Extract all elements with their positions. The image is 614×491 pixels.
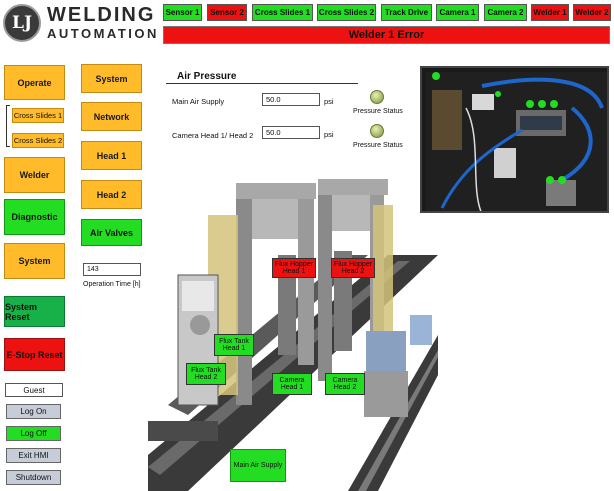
main-air-supply-button[interactable]: Main Air Supply — [230, 449, 286, 482]
nav-system-button[interactable]: System — [4, 243, 65, 279]
status-cross-slides-2[interactable]: Cross Slides 2 — [317, 4, 376, 21]
system-reset-button[interactable]: System Reset — [4, 296, 65, 327]
status-sensor-2[interactable]: Sensor 2 — [207, 4, 247, 21]
camera-head-value: 50.0 — [262, 126, 320, 139]
camera-head-unit: psi — [324, 130, 334, 139]
main-air-supply-value: 50.0 — [262, 93, 320, 106]
nav-cross-slides-2-button[interactable]: Cross Slides 2 — [12, 133, 64, 148]
pressure-status-led-1 — [370, 90, 384, 104]
status-welder-2[interactable]: Welder 2 — [573, 4, 611, 21]
logo-text-automation: AUTOMATION — [47, 26, 159, 41]
shutdown-button[interactable]: Shutdown — [6, 470, 61, 485]
current-user-field: Guest — [5, 383, 63, 397]
tab-network[interactable]: Network — [81, 102, 142, 131]
camera-head-label: Camera Head 1/ Head 2 — [172, 131, 254, 140]
air-pressure-title: Air Pressure — [177, 71, 237, 82]
nav-diagnostic-button[interactable]: Diagnostic — [4, 199, 65, 235]
tab-head-1[interactable]: Head 1 — [81, 141, 142, 170]
pressure-status-label-1: Pressure Status — [353, 108, 403, 115]
tab-air-valves[interactable]: Air Valves — [81, 219, 142, 246]
status-welder-1[interactable]: Welder 1 — [531, 4, 569, 21]
pressure-status-label-2: Pressure Status — [353, 142, 403, 149]
valve-panel-photo — [420, 66, 609, 213]
status-camera-2[interactable]: Camera 2 — [484, 4, 527, 21]
error-banner: Welder 1 Error — [163, 26, 610, 44]
title-underline — [166, 83, 358, 84]
main-air-unit: psi — [324, 97, 334, 106]
main-air-supply-label: Main Air Supply — [172, 97, 225, 106]
operation-time-label: Operation Time [h] — [83, 281, 141, 288]
company-logo: LJ WELDING AUTOMATION — [3, 2, 158, 42]
nav-welder-button[interactable]: Welder — [4, 157, 65, 193]
nav-cross-slides-1-button[interactable]: Cross Slides 1 — [12, 108, 64, 123]
tab-head-2[interactable]: Head 2 — [81, 180, 142, 209]
log-off-button[interactable]: Log Off — [6, 426, 61, 441]
status-camera-1[interactable]: Camera 1 — [436, 4, 479, 21]
nav-operate-button[interactable]: Operate — [4, 65, 65, 100]
welding-gantry-illustration — [148, 179, 438, 491]
pressure-status-led-2 — [370, 124, 384, 138]
submenu-bracket — [6, 105, 10, 147]
operation-time-field: 143 — [83, 263, 141, 276]
tab-system[interactable]: System — [81, 64, 142, 93]
log-on-button[interactable]: Log On — [6, 404, 61, 419]
estop-reset-button[interactable]: E-Stop Reset — [4, 338, 65, 371]
exit-hmi-button[interactable]: Exit HMI — [6, 448, 61, 463]
logo-emblem: LJ — [3, 4, 41, 42]
logo-text-welding: WELDING — [47, 4, 156, 26]
status-cross-slides-1[interactable]: Cross Slides 1 — [252, 4, 313, 21]
status-sensor-1[interactable]: Sensor 1 — [163, 4, 202, 21]
status-track-drive[interactable]: Track Drive — [381, 4, 432, 21]
